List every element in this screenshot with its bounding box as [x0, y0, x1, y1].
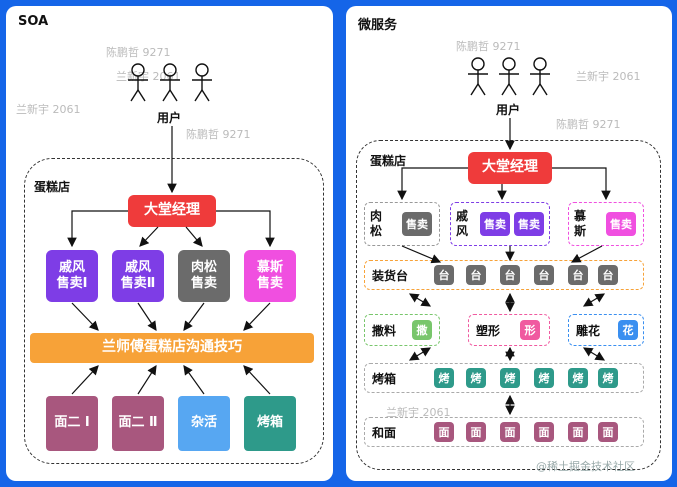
- row-label: 烤箱: [372, 372, 397, 386]
- soa-store-frame: [24, 158, 324, 464]
- seller-line: 戚风: [58, 259, 85, 275]
- person-icon: [192, 63, 212, 102]
- row-chip: 烤: [434, 368, 454, 388]
- row-chip: 台: [534, 265, 554, 285]
- row-chip: 面: [534, 422, 554, 442]
- soa-bottom-box: 烤箱: [244, 396, 296, 451]
- group-name-line: 风: [456, 224, 469, 238]
- watermark: 陈鹏哲 9271: [186, 128, 251, 141]
- soa-store-label: 蛋糕店: [34, 180, 71, 194]
- seller-line: 售卖Ⅰ: [56, 276, 88, 291]
- row-label: 装货台: [372, 269, 409, 283]
- soa-manager-box: 大堂经理: [128, 195, 216, 227]
- row-chip: 台: [434, 265, 454, 285]
- group-name-line: 戚: [456, 209, 469, 223]
- footer-watermark: @稀土掘金技术社区: [536, 460, 635, 473]
- soa-seller-box: 戚风 售卖Ⅱ: [112, 250, 164, 302]
- micro-store-label: 蛋糕店: [370, 154, 407, 168]
- row-chip: 台: [568, 265, 588, 285]
- group-name: 慕 斯: [574, 209, 586, 239]
- seller-line: 售卖: [256, 276, 283, 291]
- seller-line: 肉松: [190, 259, 217, 275]
- row-chip: 烤: [534, 368, 554, 388]
- person-icon: [160, 63, 180, 102]
- watermark: 兰新宇 2061: [386, 406, 451, 419]
- row-chip: 台: [500, 265, 520, 285]
- micro-group-diaohua: [568, 314, 644, 346]
- row-chip: 台: [598, 265, 618, 285]
- micro-arrows: [397, 118, 611, 416]
- row-chip: 烤: [568, 368, 588, 388]
- seller-line: 售卖: [190, 276, 217, 291]
- watermark: 陈鹏哲 9271: [556, 118, 621, 131]
- sell-chip: 售卖: [514, 212, 544, 236]
- row-chip: 烤: [598, 368, 618, 388]
- soa-bottom-box: 面二 Ⅰ: [46, 396, 98, 451]
- mid-label: 塑形: [476, 324, 501, 338]
- seller-line: 售卖Ⅱ: [120, 276, 156, 291]
- micro-row-loading: [364, 260, 644, 290]
- micro-row-oven: [364, 363, 644, 393]
- micro-manager-box: 大堂经理: [468, 152, 552, 184]
- row-chip: 面: [500, 422, 520, 442]
- person-icon: [128, 63, 148, 102]
- soa-panel: SOA 陈鹏哲 9271 兰新宇 2061 陈鹏哲 9271 兰新宇 2061 …: [6, 6, 333, 481]
- group-name: 肉 松: [370, 209, 382, 239]
- mid-label: 雕花: [576, 324, 601, 338]
- row-label: 和面: [372, 426, 397, 440]
- sell-chip: 售卖: [606, 212, 636, 236]
- row-chip: 烤: [500, 368, 520, 388]
- soa-seller-box: 肉松 售卖: [178, 250, 230, 302]
- soa-seller-box: 戚风 售卖Ⅰ: [46, 250, 98, 302]
- micro-user-label: 用户: [496, 103, 521, 117]
- group-name-line: 肉: [370, 209, 383, 223]
- mid-chip: 形: [520, 320, 540, 340]
- watermark: 陈鹏哲 9271: [456, 40, 521, 53]
- micro-row-dough: [364, 417, 644, 447]
- mid-label: 撒料: [372, 324, 397, 338]
- soa-arrows: [67, 126, 275, 395]
- row-chip: 面: [434, 422, 454, 442]
- person-icon: [499, 57, 519, 96]
- soa-user-label: 用户: [157, 111, 182, 125]
- mid-chip: 花: [618, 320, 638, 340]
- soa-user-icons: [128, 63, 212, 102]
- micro-title: 微服务: [358, 18, 398, 33]
- group-name-line: 松: [370, 224, 383, 238]
- micro-group-rousong: [364, 202, 440, 246]
- soa-bottom-box: 面二 Ⅱ: [112, 396, 164, 451]
- sell-chip: 售卖: [402, 212, 432, 236]
- group-name-line: 斯: [574, 224, 587, 238]
- row-chip: 台: [466, 265, 486, 285]
- seller-line: 慕斯: [256, 259, 283, 275]
- micro-panel: 微服务 陈鹏哲 9271 兰新宇 2061 陈鹏哲 9271 兰新宇 2061 …: [346, 6, 672, 481]
- mid-chip: 撒: [412, 320, 432, 340]
- watermark: 陈鹏哲 9271: [106, 46, 171, 59]
- micro-group-qifeng: [450, 202, 550, 246]
- person-icon: [530, 57, 550, 96]
- seller-line: 戚风: [124, 259, 151, 275]
- row-chip: 面: [568, 422, 588, 442]
- group-name: 戚 风: [456, 209, 468, 239]
- group-name-line: 慕: [574, 209, 587, 223]
- micro-user-icons: [468, 57, 550, 96]
- row-chip: 烤: [466, 368, 486, 388]
- micro-group-musi: [568, 202, 644, 246]
- micro-store-frame: [356, 140, 661, 470]
- row-chip: 面: [598, 422, 618, 442]
- row-chip: 面: [466, 422, 486, 442]
- soa-title: SOA: [18, 14, 49, 29]
- soa-seller-box: 慕斯 售卖: [244, 250, 296, 302]
- soa-bottom-box: 杂活: [178, 396, 230, 451]
- watermark: 兰新宇 2061: [576, 70, 641, 83]
- micro-group-suxing: [468, 314, 550, 346]
- sell-chip: 售卖: [480, 212, 510, 236]
- watermark: 兰新宇 2061: [16, 103, 81, 116]
- micro-group-sala: [364, 314, 440, 346]
- soa-bus-bar: 兰师傅蛋糕店沟通技巧: [30, 333, 314, 363]
- person-icon: [468, 57, 488, 96]
